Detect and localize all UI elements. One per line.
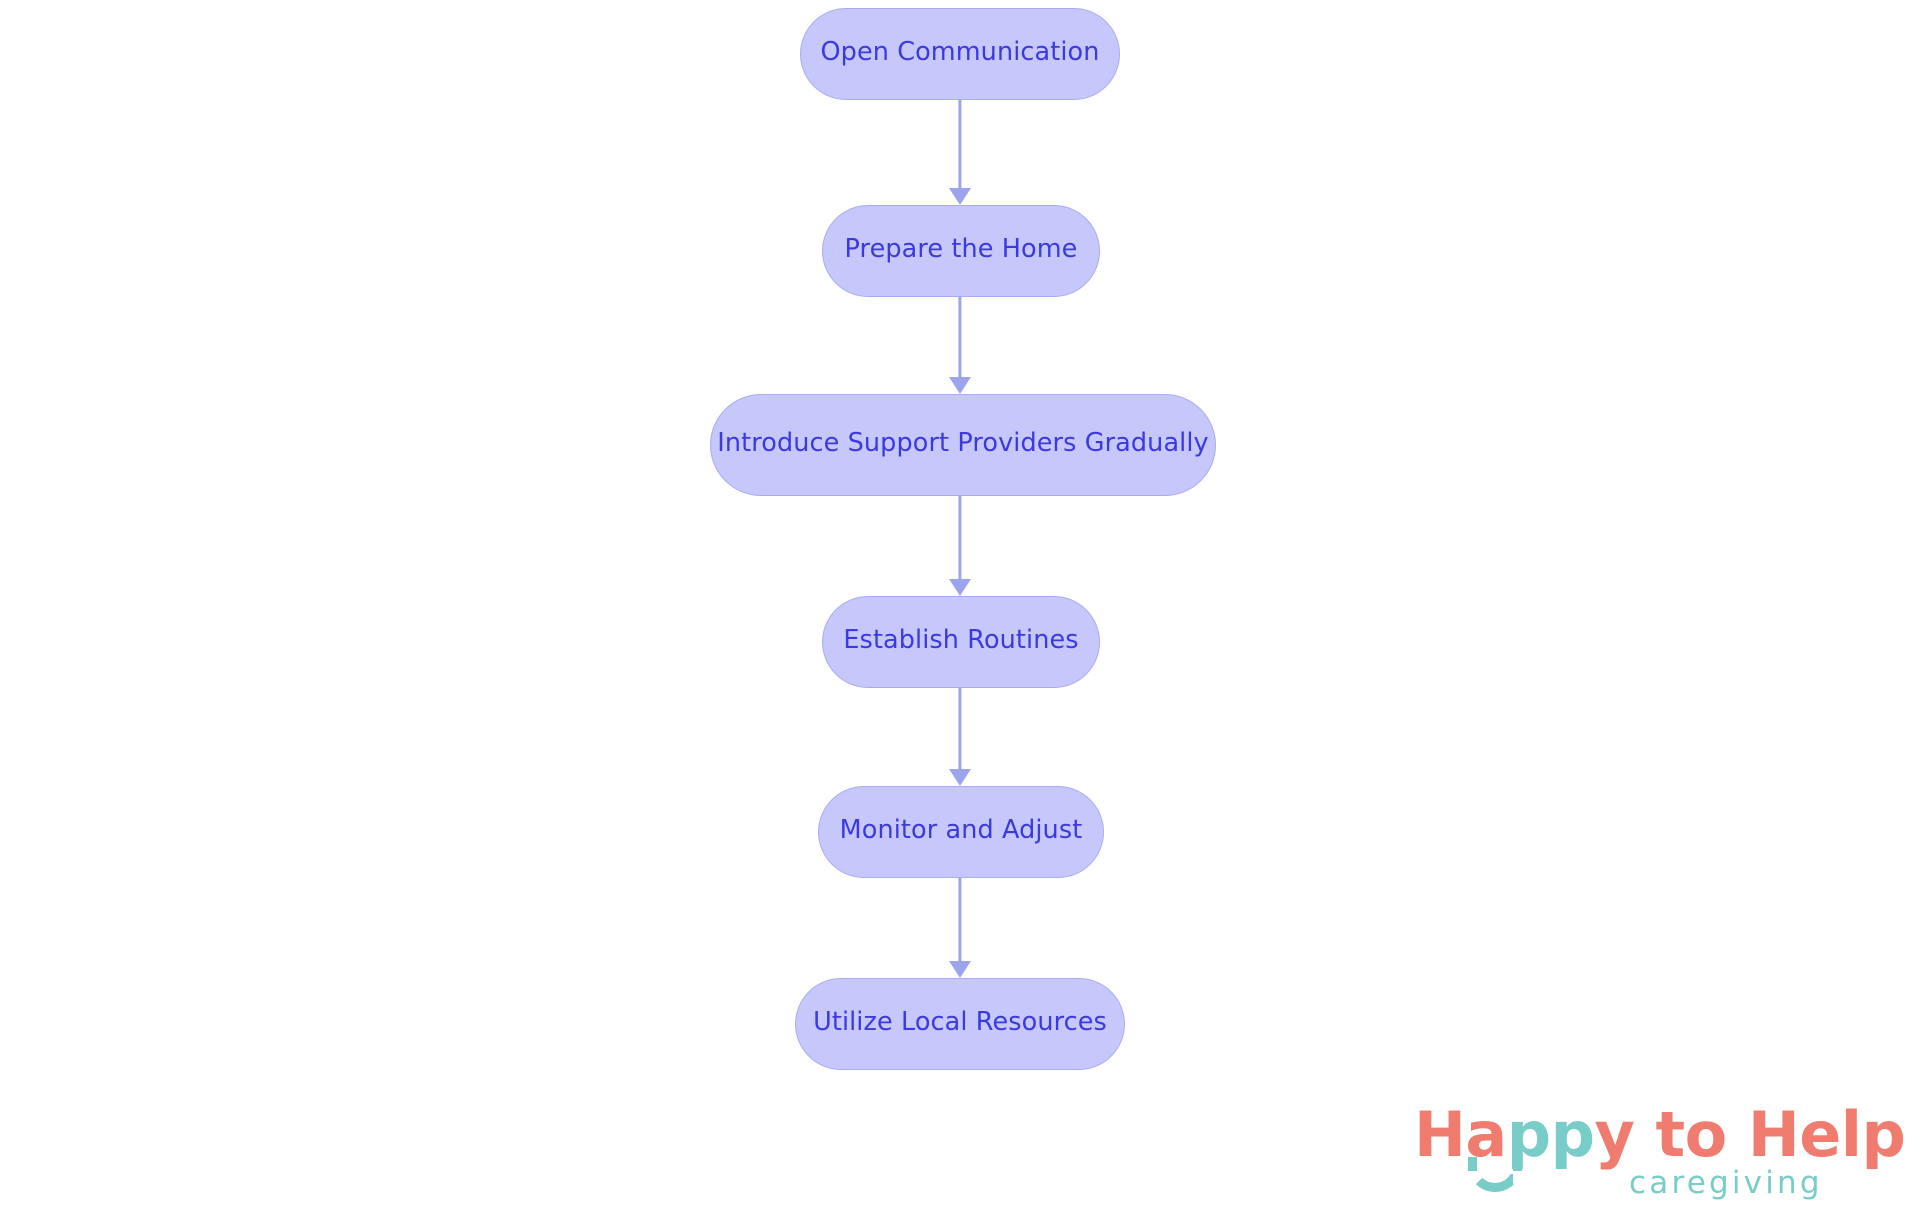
arrowhead-icon bbox=[949, 769, 971, 786]
arrowhead-icon bbox=[949, 188, 971, 205]
brand-logo: Happy to Help caregiving bbox=[1414, 1104, 1906, 1208]
arrow-line bbox=[958, 878, 962, 962]
logo-word-part-2: pp bbox=[1506, 1098, 1595, 1171]
logo-wordmark: Happy to Help bbox=[1414, 1104, 1906, 1166]
flow-node-label: Introduce Support Providers Gradually bbox=[717, 428, 1209, 459]
logo-word-part-3: y to Help bbox=[1594, 1098, 1906, 1171]
flow-node-label: Open Communication bbox=[820, 37, 1100, 68]
logo-word-part-1: Ha bbox=[1414, 1098, 1507, 1171]
flow-node-label: Monitor and Adjust bbox=[839, 815, 1083, 846]
flow-node-label: Utilize Local Resources bbox=[813, 1007, 1107, 1038]
flow-node-label: Prepare the Home bbox=[844, 234, 1078, 265]
arrow-line bbox=[958, 297, 962, 378]
arrow-line bbox=[958, 100, 962, 189]
flow-node-n3[interactable]: Introduce Support Providers Gradually bbox=[710, 394, 1216, 496]
flow-node-n2[interactable]: Prepare the Home bbox=[822, 205, 1100, 297]
arrow-line bbox=[958, 688, 962, 770]
flow-node-n6[interactable]: Utilize Local Resources bbox=[795, 978, 1125, 1070]
flow-node-n5[interactable]: Monitor and Adjust bbox=[818, 786, 1104, 878]
flow-node-n4[interactable]: Establish Routines bbox=[822, 596, 1100, 688]
arrowhead-icon bbox=[949, 961, 971, 978]
logo-tagline: caregiving bbox=[1629, 1165, 1823, 1201]
arrowhead-icon bbox=[949, 579, 971, 596]
flow-node-label: Establish Routines bbox=[843, 625, 1079, 656]
arrowhead-icon bbox=[949, 377, 971, 394]
arrow-line bbox=[958, 496, 962, 580]
flow-node-n1[interactable]: Open Communication bbox=[800, 8, 1120, 100]
smile-icon bbox=[1468, 1157, 1522, 1192]
